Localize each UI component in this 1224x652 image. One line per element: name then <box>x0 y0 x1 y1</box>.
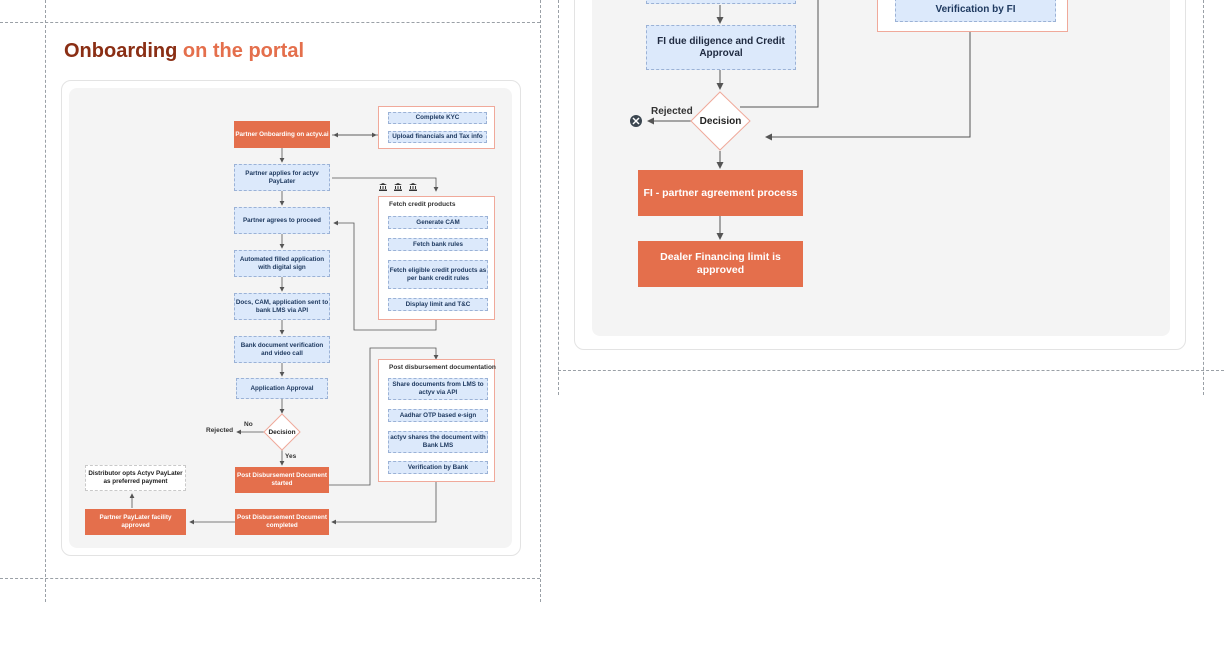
decision-yes-label: Yes <box>285 453 297 460</box>
bank-icon <box>379 183 387 191</box>
kyc-item-complete: Complete KYC <box>388 112 487 124</box>
title-part-1: Onboarding <box>64 40 178 62</box>
title-part-2: on the portal <box>182 40 304 62</box>
distributor-opts: Distributor opts Actyv PayLater as prefe… <box>85 465 186 491</box>
verification-by-fi: Verification by FI <box>895 0 1056 22</box>
credit-item-rules: Fetch bank rules <box>388 238 488 251</box>
facility-approved: Partner PayLater facility approved <box>85 509 186 535</box>
flow-step-agree: Partner agrees to proceed <box>234 207 330 234</box>
bank-icon <box>394 183 402 191</box>
fi-partner-agreement: FI - partner agreement process <box>638 170 803 216</box>
guide-line <box>558 0 559 395</box>
post-item-share: Share documents from LMS to actyv via AP… <box>388 378 488 400</box>
guide-line <box>0 578 540 579</box>
kyc-item-upload: Upload financials and Tax info <box>388 131 487 143</box>
bank-icons <box>379 183 417 191</box>
flow-step-verification: Bank document verification and video cal… <box>234 336 330 363</box>
post-item-esign: Aadhar OTP based e-sign <box>388 409 488 422</box>
right-rejected-label: Rejected <box>651 106 693 117</box>
decision-diamond: Decision <box>268 428 296 436</box>
guide-line <box>540 0 541 602</box>
post-item-verification: Verification by Bank <box>388 461 488 474</box>
flow-step-apply: Partner applies for actyv PayLater <box>234 164 330 191</box>
post-disbursement-started: Post Disbursement Document started <box>235 467 329 493</box>
post-group-title: Post disbursement documentation <box>389 364 496 371</box>
guide-line <box>45 0 46 602</box>
guide-line <box>1203 0 1204 395</box>
close-circle-icon <box>630 115 642 127</box>
flow-step-docs: Docs, CAM, application sent to bank LMS … <box>234 293 330 320</box>
guide-line <box>0 22 540 23</box>
guide-line <box>558 370 1224 371</box>
flow-step-application: Automated filled application with digita… <box>234 250 330 277</box>
credit-item-eligible: Fetch eligible credit products as per ba… <box>388 260 488 289</box>
credit-group-title: Fetch credit products <box>389 201 456 208</box>
cut-off-step <box>646 0 796 4</box>
page-title: Onboarding on the portal <box>64 40 304 63</box>
fi-due-diligence: FI due diligence and Credit Approval <box>646 25 796 70</box>
flow-step-onboarding: Partner Onboarding on actyv.ai <box>234 121 330 148</box>
right-decision-diamond: Decision <box>699 115 742 127</box>
credit-item-display: Display limit and T&C <box>388 298 488 311</box>
decision-no-label: No <box>244 421 253 428</box>
rejected-label: Rejected <box>206 427 234 434</box>
post-disbursement-completed: Post Disbursement Document completed <box>235 509 329 535</box>
flow-step-approval: Application Approval <box>236 378 328 399</box>
dealer-limit-approved: Dealer Financing limit is approved <box>638 241 803 287</box>
bank-icon <box>409 183 417 191</box>
credit-item-cam: Generate CAM <box>388 216 488 229</box>
post-item-shares: actyv shares the document with Bank LMS <box>388 431 488 453</box>
